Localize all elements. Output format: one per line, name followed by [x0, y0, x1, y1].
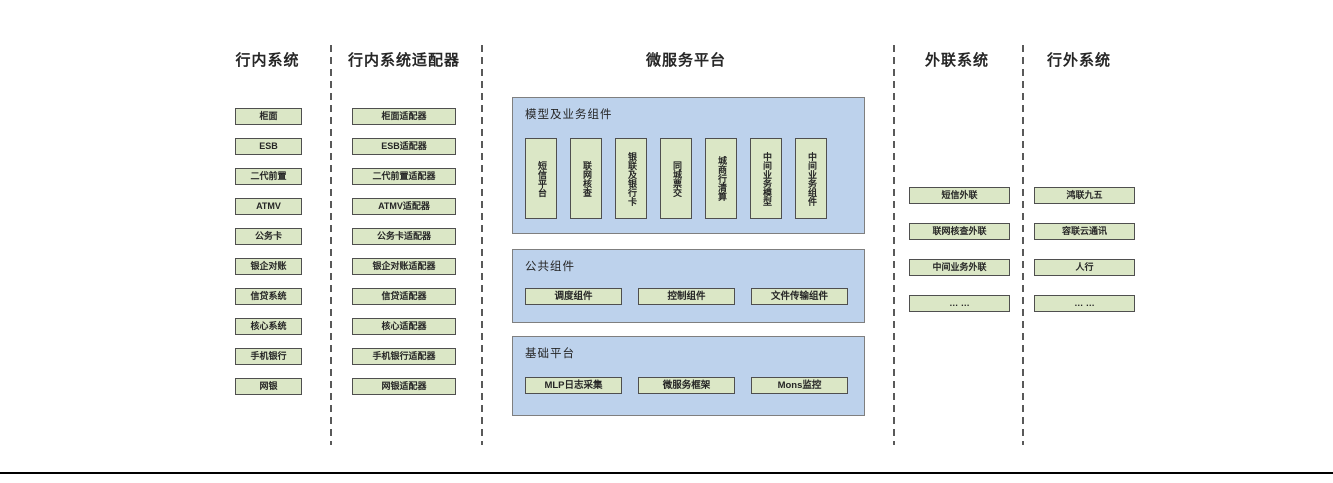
panel-title-common-components: 公共组件	[525, 261, 575, 273]
panel-model-business-components: 模型及业务组件 短信平台 联网核查 银联及银行卡 同城票交 城商行清算 中间业务…	[512, 97, 865, 234]
column-header-internal-systems: 行内系统	[235, 52, 300, 69]
component-bar-mons-monitoring: Mons监控	[751, 377, 848, 394]
system-box-atmv: ATMV	[235, 198, 302, 215]
adapter-box-hexin: 核心适配器	[352, 318, 456, 335]
component-box-sms-platform: 短信平台	[525, 138, 557, 219]
external-box-intermediate: 中间业务外联	[909, 259, 1010, 276]
panel-base-platform: 基础平台 MLP日志采集 微服务框架 Mons监控	[512, 336, 865, 416]
system-box-esb: ESB	[235, 138, 302, 155]
panel-common-components: 公共组件 调度组件 控制组件 文件传输组件	[512, 249, 865, 323]
adapter-box-shoujiyinhang: 手机银行适配器	[352, 348, 456, 365]
outside-box-ronglian-cloud: 容联云通讯	[1034, 223, 1135, 240]
internal-systems-list: 柜面 ESB 二代前置 ATMV 公务卡 银企对账 信贷系统 核心系统 手机银行…	[235, 108, 302, 395]
component-box-intermediate-component: 中间业务组件	[795, 138, 827, 219]
panel-title-model-business: 模型及业务组件	[525, 109, 613, 121]
component-bar-file-transfer: 文件传输组件	[751, 288, 848, 305]
external-box-sms: 短信外联	[909, 187, 1010, 204]
adapter-box-yinqiduizhang: 银企对账适配器	[352, 258, 456, 275]
base-platform-items: MLP日志采集 微服务框架 Mons监控	[525, 377, 848, 394]
outside-box-renhang: 人行	[1034, 259, 1135, 276]
column-header-external-link-systems: 外联系统	[924, 52, 989, 69]
component-box-network-check: 联网核查	[570, 138, 602, 219]
component-box-city-bill-exchange: 同城票交	[660, 138, 692, 219]
adapter-box-atmv: ATMV适配器	[352, 198, 456, 215]
column-header-outside-bank-systems: 行外系统	[1046, 52, 1111, 69]
external-box-more: … …	[909, 295, 1010, 312]
adapter-box-gongwuka: 公务卡适配器	[352, 228, 456, 245]
adapter-box-wangyin: 网银适配器	[352, 378, 456, 395]
system-box-guimian: 柜面	[235, 108, 302, 125]
bottom-rule	[0, 472, 1333, 474]
panel-title-base-platform: 基础平台	[525, 348, 575, 360]
outside-bank-systems-list: 鸿联九五 容联云通讯 人行 … …	[1034, 187, 1135, 312]
external-box-network-check: 联网核查外联	[909, 223, 1010, 240]
column-separator-2	[481, 45, 483, 445]
adapter-box-guimian: 柜面适配器	[352, 108, 456, 125]
system-box-wangyin: 网银	[235, 378, 302, 395]
model-business-items: 短信平台 联网核查 银联及银行卡 同城票交 城商行清算 中间业务模型 中间业务组…	[525, 138, 827, 219]
component-box-city-bank-clearing: 城商行清算	[705, 138, 737, 219]
component-box-intermediate-model: 中间业务模型	[750, 138, 782, 219]
system-box-shoujiyinhang: 手机银行	[235, 348, 302, 365]
common-components-items: 调度组件 控制组件 文件传输组件	[525, 288, 848, 305]
column-separator-4	[1022, 45, 1024, 445]
adapter-box-esb: ESB适配器	[352, 138, 456, 155]
system-box-yinqiduizhang: 银企对账	[235, 258, 302, 275]
adapter-box-erdaiqianzhi: 二代前置适配器	[352, 168, 456, 185]
component-bar-microservice-framework: 微服务框架	[638, 377, 735, 394]
outside-box-more: … …	[1034, 295, 1135, 312]
outside-box-honglianjiuwu: 鸿联九五	[1034, 187, 1135, 204]
system-box-erdaiqianzhi: 二代前置	[235, 168, 302, 185]
column-header-internal-adapters: 行内系统适配器	[347, 52, 460, 69]
column-separator-3	[893, 45, 895, 445]
internal-adapters-list: 柜面适配器 ESB适配器 二代前置适配器 ATMV适配器 公务卡适配器 银企对账…	[352, 108, 456, 395]
system-box-xindai: 信贷系统	[235, 288, 302, 305]
adapter-box-xindai: 信贷适配器	[352, 288, 456, 305]
component-bar-control: 控制组件	[638, 288, 735, 305]
column-separator-1	[330, 45, 332, 445]
system-box-gongwuka: 公务卡	[235, 228, 302, 245]
system-box-hexin: 核心系统	[235, 318, 302, 335]
component-bar-scheduling: 调度组件	[525, 288, 622, 305]
component-bar-mlp-log-collection: MLP日志采集	[525, 377, 622, 394]
component-box-unionpay-card: 银联及银行卡	[615, 138, 647, 219]
column-header-microservice-platform: 微服务平台	[645, 52, 726, 69]
external-link-systems-list: 短信外联 联网核查外联 中间业务外联 … …	[909, 187, 1010, 312]
